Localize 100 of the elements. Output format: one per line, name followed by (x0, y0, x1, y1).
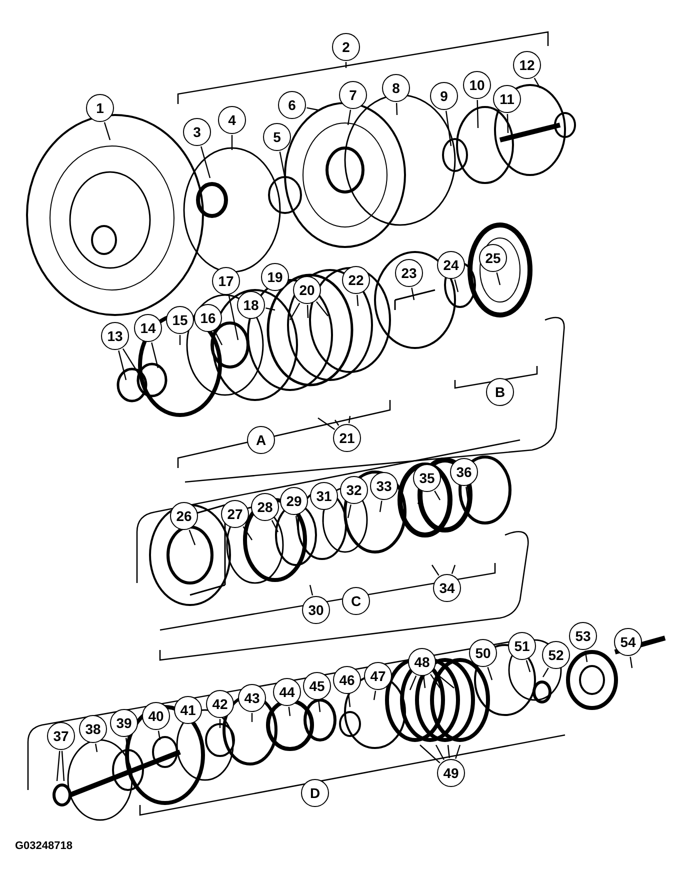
leader-line (200, 146, 211, 178)
leader-line (445, 110, 452, 146)
callout-number: 54 (614, 628, 642, 656)
leader-line (630, 656, 633, 668)
leader-line (455, 744, 461, 759)
leader-line (289, 302, 300, 320)
leader-line (432, 564, 440, 576)
leader-line (447, 744, 450, 758)
callout-number: A (247, 426, 275, 454)
callout-number: 32 (340, 476, 368, 504)
callout-number: D (301, 779, 329, 807)
leader-line (584, 650, 588, 662)
callout-number: 40 (142, 702, 170, 730)
leader-line (379, 500, 382, 512)
callout-number: 16 (194, 304, 222, 332)
leader-line (194, 722, 201, 732)
leader-line (266, 307, 276, 311)
callout-number: 39 (110, 709, 138, 737)
callout-number: 21 (333, 424, 361, 452)
callout-number: 7 (339, 81, 367, 109)
leader-line (423, 676, 426, 688)
callout-number: 9 (430, 82, 458, 110)
callout-number: 50 (469, 639, 497, 667)
callout-number: 15 (166, 306, 194, 334)
leader-line (526, 660, 531, 672)
leader-line (104, 122, 111, 140)
callout-number: 2 (332, 33, 360, 61)
callout-number: C (342, 587, 370, 615)
leader-line (318, 418, 335, 430)
leader-line (242, 526, 252, 540)
callout-number: 42 (206, 690, 234, 718)
callout-number: 20 (293, 276, 321, 304)
leader-line (435, 744, 444, 760)
leader-line (271, 520, 279, 532)
leader-line (487, 667, 493, 680)
callout-number: 35 (413, 464, 441, 492)
leader-line (188, 530, 196, 546)
leader-line (279, 152, 286, 178)
callout-number: 29 (280, 487, 308, 515)
leader-line (295, 516, 299, 530)
callout-number: 53 (569, 622, 597, 650)
leader-line (316, 301, 328, 316)
callout-number: 34 (433, 574, 461, 602)
leader-line (219, 719, 221, 728)
callout-number: 46 (333, 666, 361, 694)
callout-number: 47 (364, 662, 392, 690)
callout-number: 14 (134, 314, 162, 342)
leader-line (506, 114, 509, 134)
figure-code: G03248718 (15, 840, 72, 852)
leader-line (434, 490, 441, 500)
leader-line (318, 700, 321, 712)
callout-number: 22 (342, 266, 370, 294)
callout-number: 23 (395, 259, 423, 287)
leader-line (231, 135, 233, 150)
leader-line (466, 486, 469, 500)
callout-number: 33 (370, 472, 398, 500)
leader-line (373, 690, 376, 700)
leader-line (179, 335, 181, 345)
leader-line (420, 744, 440, 764)
callout-number: 6 (278, 91, 306, 119)
leader-line (347, 504, 352, 518)
leader-line (214, 331, 223, 346)
callout-number: 13 (101, 322, 129, 350)
callout-number: 49 (437, 759, 465, 787)
callout-number: 26 (170, 502, 198, 530)
callout-number: 51 (508, 632, 536, 660)
leader-line (430, 674, 440, 688)
callout-number: 48 (408, 648, 436, 676)
leader-line (306, 304, 309, 318)
leader-line (151, 342, 159, 368)
leader-line (309, 584, 314, 596)
callout-number: 27 (221, 500, 249, 528)
leader-line (288, 706, 291, 716)
leader-line (56, 750, 60, 782)
callout-number: 30 (302, 596, 330, 624)
callout-number: 52 (542, 641, 570, 669)
callout-number: 10 (463, 71, 491, 99)
callout-number: 18 (237, 291, 265, 319)
leader-line (534, 78, 541, 88)
leader-line (345, 62, 347, 68)
callout-number: 28 (251, 493, 279, 521)
leader-line (122, 348, 140, 376)
callout-number: 17 (212, 267, 240, 295)
callout-number: 1 (86, 94, 114, 122)
callout-number: 37 (47, 722, 75, 750)
leader-line (396, 102, 398, 116)
leader-line (451, 564, 456, 574)
callout-number: B (486, 378, 514, 406)
leader-line (158, 730, 161, 740)
callout-number: 44 (273, 678, 301, 706)
callout-number: 19 (261, 263, 289, 291)
leader-line (409, 676, 417, 690)
leader-line (334, 420, 340, 426)
leader-line (348, 694, 351, 708)
leader-line (417, 492, 423, 504)
callout-number: 3 (183, 118, 211, 146)
leader-line (94, 744, 98, 752)
leader-line (356, 294, 359, 306)
callout-number: 41 (174, 696, 202, 724)
callout-number: 25 (479, 244, 507, 272)
